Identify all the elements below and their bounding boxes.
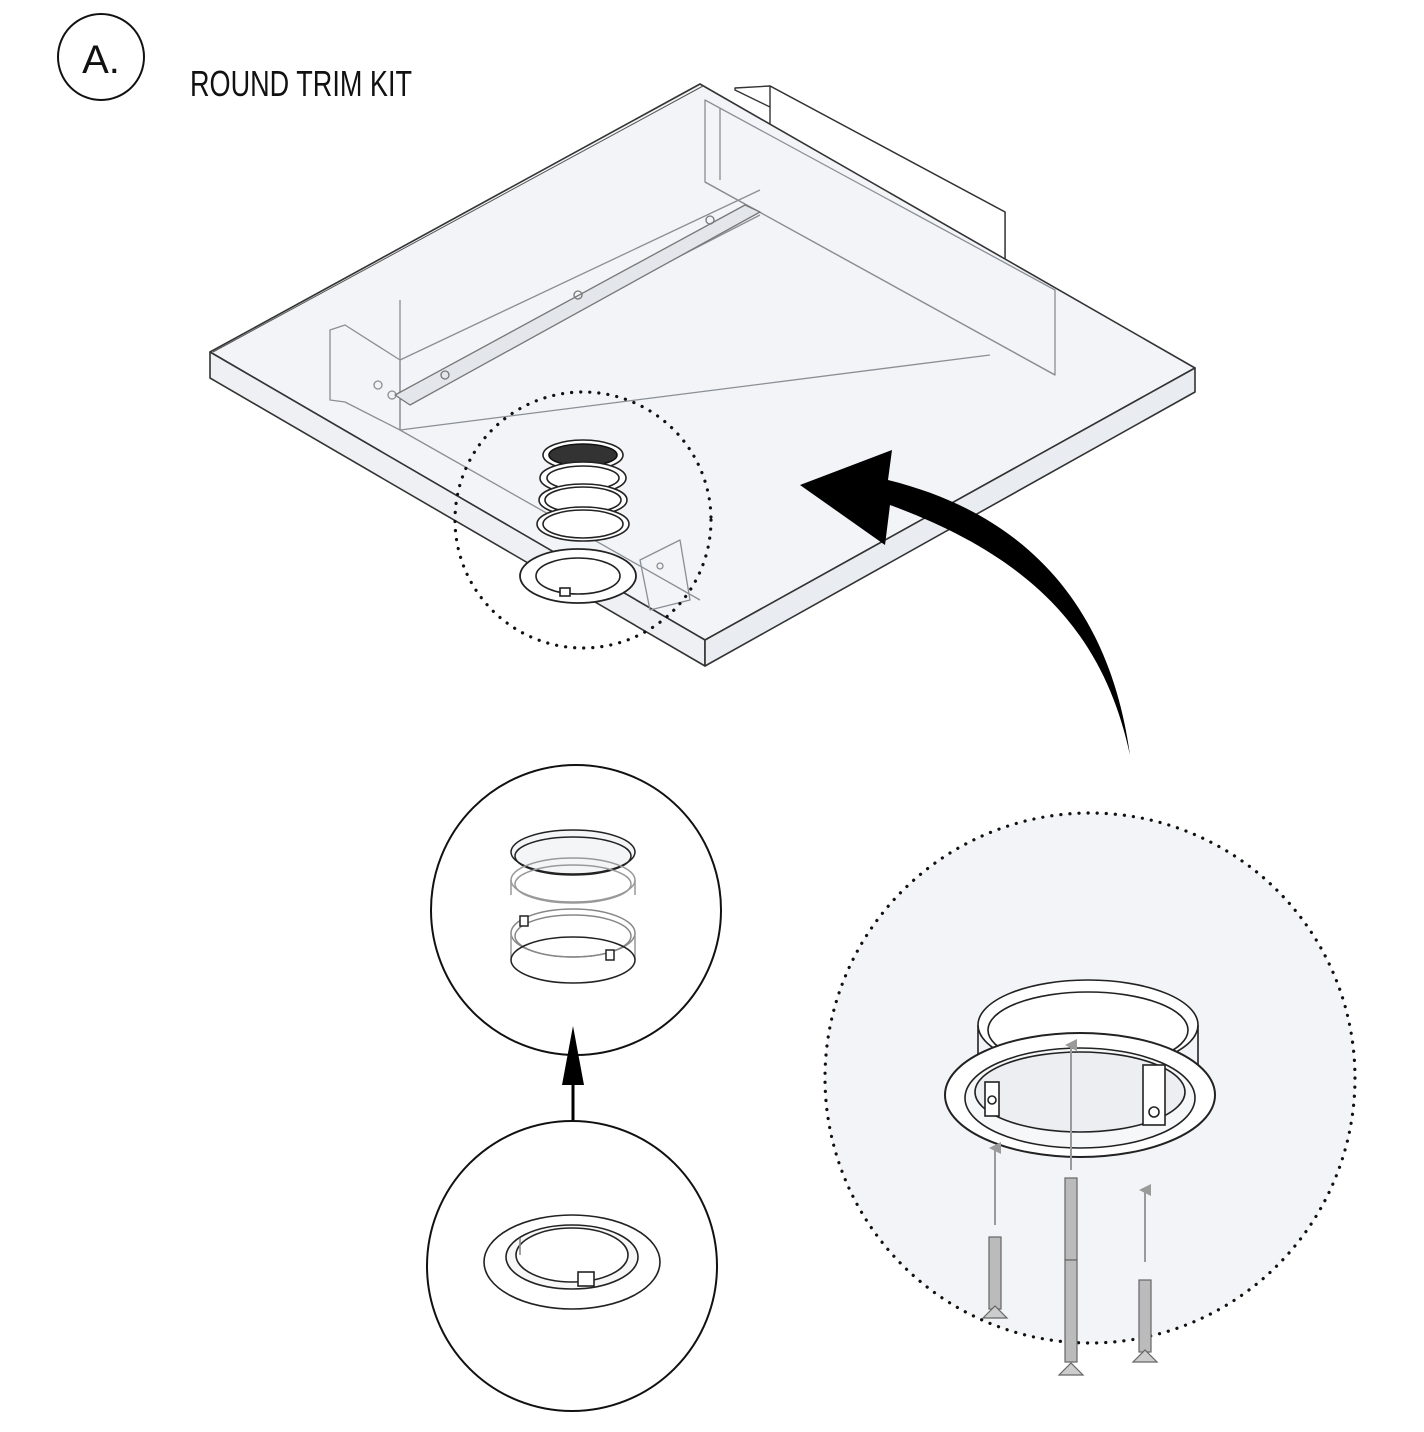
step-letter: A.: [82, 38, 120, 82]
screw-right: [1131, 1184, 1159, 1363]
step-title: ROUND TRIM KIT: [190, 63, 412, 104]
step-badge-icon: [57, 13, 145, 101]
detail-screw-install: [823, 811, 1357, 1376]
screw-middle: [1057, 1039, 1085, 1376]
detail-rings-stack: [430, 764, 722, 1056]
panel-top-face: [209, 83, 1196, 641]
detail-callout-small: [453, 390, 713, 650]
curved-arrow-icon: [800, 450, 1130, 755]
detail-trim-ring: [426, 1120, 718, 1412]
screw-icon: [981, 1236, 1009, 1319]
screw-icon: [1131, 1279, 1159, 1363]
step-header: A. ROUND TRIM KIT: [57, 13, 412, 104]
trim-rings-exploded: [519, 439, 637, 604]
screw-left: [981, 1142, 1009, 1319]
mounting-rail: [394, 204, 761, 406]
screw-icon: [1057, 1177, 1085, 1376]
